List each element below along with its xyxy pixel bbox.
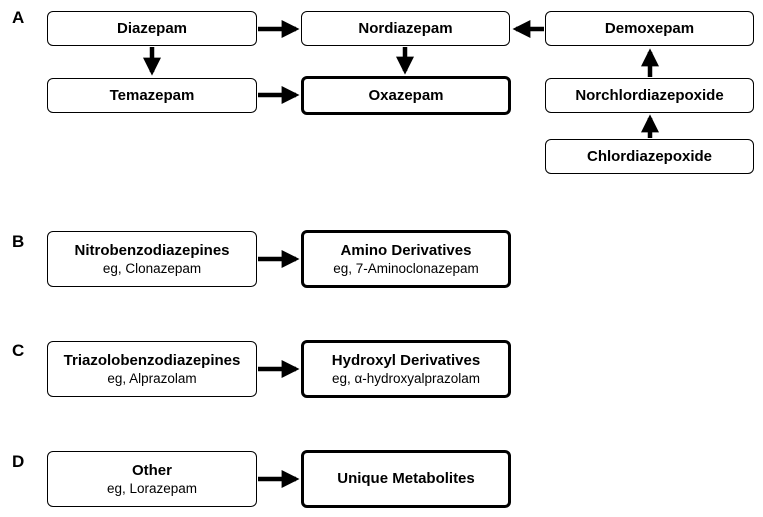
oxazepam-label: Oxazepam [368, 86, 444, 104]
temazepam-node: Temazepam [47, 78, 257, 113]
diazepam-node: Diazepam [47, 11, 257, 46]
panel-a-label: A [12, 8, 25, 27]
hydroxyl-derivatives-title: Hydroxyl Derivatives [331, 351, 481, 369]
unique-metabolites-node: Unique Metabolites [301, 450, 511, 508]
norchlordiazepoxide-label: Norchlordiazepoxide [575, 86, 724, 104]
panel-c-label: C [12, 341, 25, 360]
hydroxyl-derivatives-example: eg, α-hydroxyalprazolam [331, 370, 481, 386]
unique-metabolites-title: Unique Metabolites [337, 470, 475, 487]
amino-derivatives-node: Amino Derivatives eg, 7-Aminoclonazepam [301, 230, 511, 288]
other-title: Other [131, 461, 172, 479]
amino-derivatives-title: Amino Derivatives [340, 241, 472, 259]
hydroxyl-derivatives-node: Hydroxyl Derivatives eg, α-hydroxyalpraz… [301, 340, 511, 398]
other-node: Other eg, Lorazepam [47, 451, 257, 507]
diazepam-label: Diazepam [116, 19, 188, 37]
panel-b-label: B [12, 232, 25, 251]
oxazepam-node: Oxazepam [301, 76, 511, 115]
demoxepam-node: Demoxepam [545, 11, 754, 46]
amino-derivatives-example: eg, 7-Aminoclonazepam [333, 260, 479, 276]
temazepam-label: Temazepam [109, 86, 195, 104]
demoxepam-label: Demoxepam [604, 19, 695, 37]
triazolobenzodiazepines-example: eg, Alprazolam [107, 370, 197, 386]
triazolobenzodiazepines-node: Triazolobenzodiazepines eg, Alprazolam [47, 341, 257, 397]
panel-d-label: D [12, 452, 25, 471]
nordiazepam-label: Nordiazepam [358, 19, 453, 37]
nitrobenzodiazepines-node: Nitrobenzodiazepines eg, Clonazepam [47, 231, 257, 287]
other-example: eg, Lorazepam [106, 480, 198, 496]
norchlordiazepoxide-node: Norchlordiazepoxide [545, 78, 754, 113]
triazolobenzodiazepines-title: Triazolobenzodiazepines [63, 351, 241, 369]
nordiazepam-node: Nordiazepam [301, 11, 510, 46]
nitrobenzodiazepines-example: eg, Clonazepam [102, 260, 202, 276]
nitrobenzodiazepines-title: Nitrobenzodiazepines [74, 241, 230, 259]
chlordiazepoxide-node: Chlordiazepoxide [545, 139, 754, 174]
chlordiazepoxide-label: Chlordiazepoxide [586, 147, 713, 165]
